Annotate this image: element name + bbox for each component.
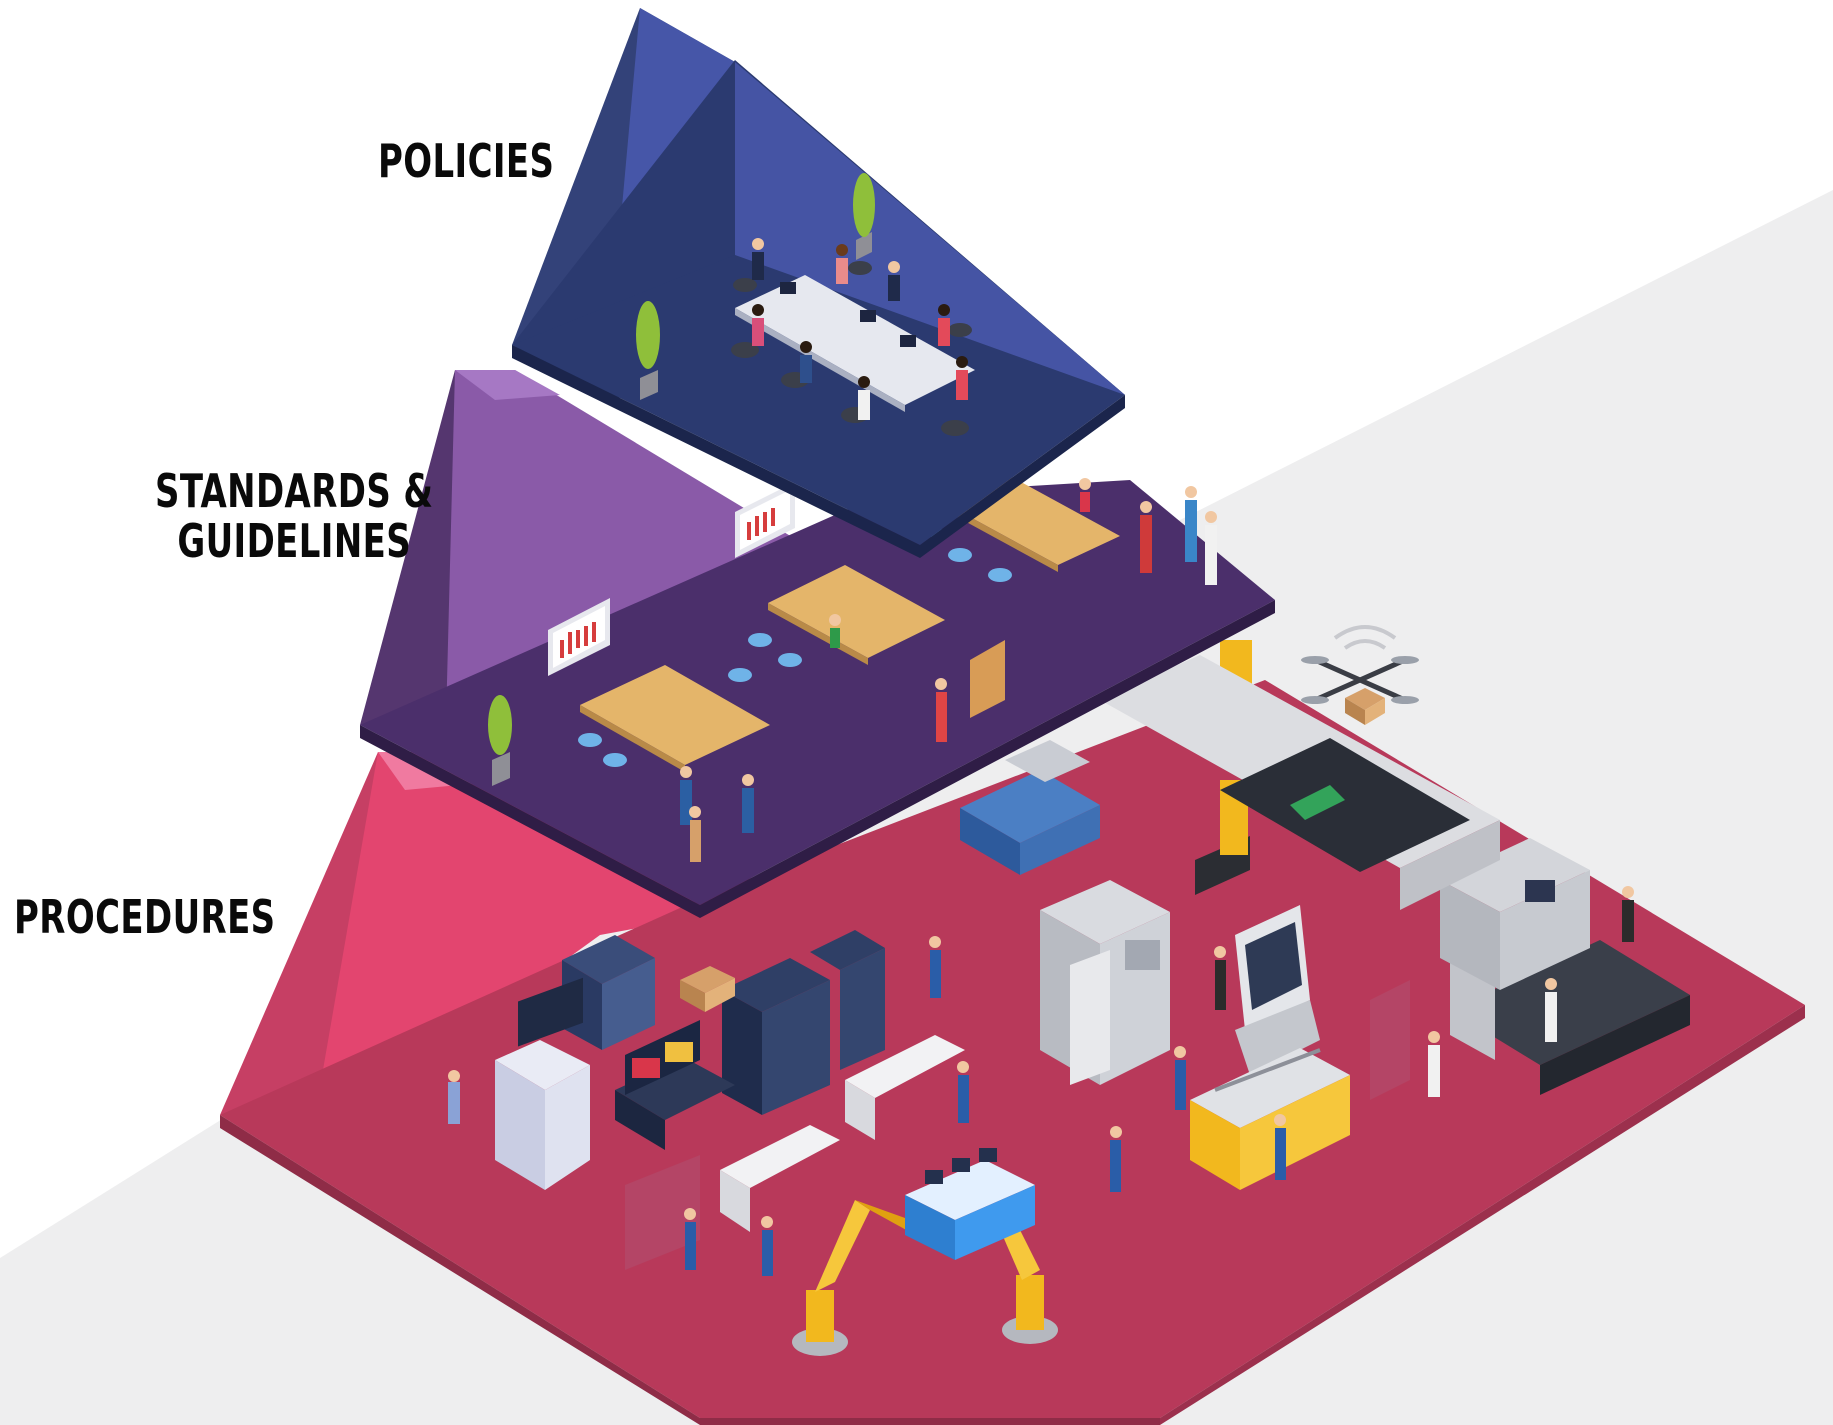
machinery-centre	[1040, 880, 1170, 1085]
box-stack	[680, 966, 735, 993]
procedures-floor-edge-right	[1160, 1005, 1805, 1425]
chart-screen-icon	[548, 482, 795, 676]
plant-icon	[488, 695, 512, 786]
tier-label-procedures: PROCEDURES	[14, 890, 276, 944]
long-machine	[845, 1035, 965, 1098]
drone-icon	[1301, 625, 1419, 725]
wall-display	[625, 1155, 700, 1270]
office-people	[680, 478, 1217, 862]
conveyor-back	[1100, 655, 1500, 910]
flipchart	[970, 640, 1005, 718]
meeting-tables	[580, 476, 1120, 772]
tier-standards	[360, 370, 1275, 918]
packaging-machine	[1440, 838, 1590, 990]
tier-label-policies: POLICIES	[378, 134, 555, 188]
workers	[448, 886, 1634, 1276]
yellow-press-machine	[1190, 1048, 1350, 1190]
tier-label-standards: STANDARDS & GUIDELINES	[155, 466, 433, 566]
tier-label-standards-line2: GUIDELINES	[177, 514, 412, 568]
policies-floor-top	[512, 255, 1125, 545]
standards-highlight	[455, 370, 560, 400]
plant-icon	[636, 173, 875, 400]
control-panel-machine	[1235, 905, 1320, 1075]
monitor-desk	[615, 1020, 735, 1150]
milling-machine	[960, 740, 1100, 875]
tier-label-standards-line1: STANDARDS &	[155, 464, 434, 518]
tier-policies	[512, 8, 1125, 558]
control-console	[495, 977, 590, 1190]
workstation-desk	[905, 1148, 1035, 1260]
standards-floor	[360, 480, 1275, 905]
standards-floor-edge	[360, 600, 1275, 918]
executives	[752, 238, 968, 420]
